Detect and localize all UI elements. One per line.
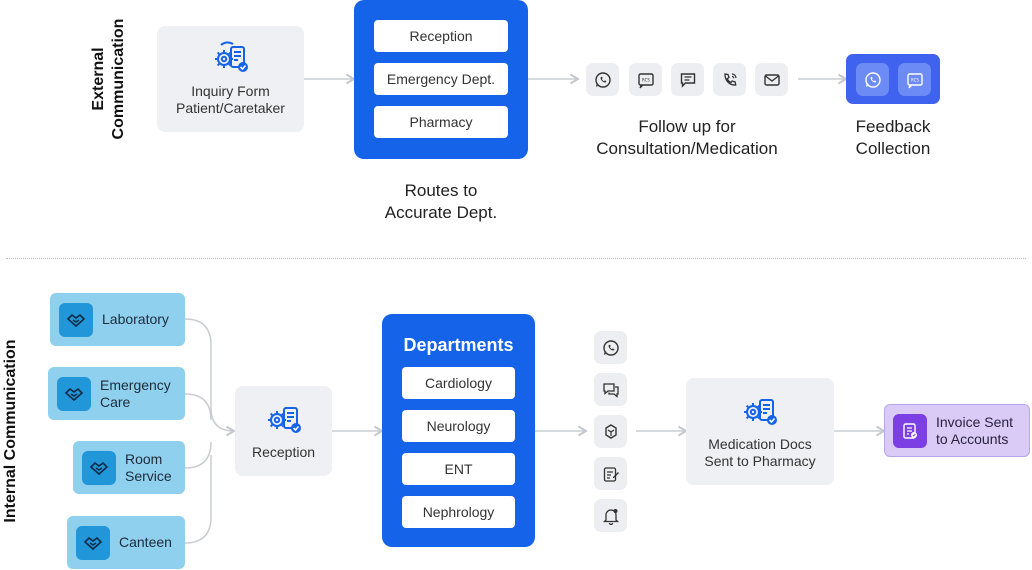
feedback-caption: Feedback Collection bbox=[830, 116, 956, 160]
followup-caption: Follow up for Consultation/Medication bbox=[576, 116, 798, 160]
source-emergency-care-label: Emergency Care bbox=[100, 376, 171, 410]
inquiry-form-card: Inquiry Form Patient/Caretaker bbox=[157, 26, 304, 132]
invoice-card: Invoice Sent to Accounts bbox=[884, 404, 1030, 457]
internal-section-title: Internal Communication bbox=[2, 339, 19, 523]
source-laboratory-label: Laboratory bbox=[102, 311, 169, 327]
chat-bubbles-icon bbox=[594, 373, 627, 406]
notification-bell-icon bbox=[594, 499, 627, 532]
gear-document-icon bbox=[740, 394, 780, 430]
source-room-service-label: Room Service bbox=[125, 450, 172, 484]
invoice-icon bbox=[893, 413, 927, 448]
medication-docs-label: Medication Docs Sent to Pharmacy bbox=[704, 435, 816, 469]
source-canteen: Canteen bbox=[67, 516, 185, 569]
form-edit-icon bbox=[594, 457, 627, 490]
medication-docs-card: Medication Docs Sent to Pharmacy bbox=[686, 378, 834, 485]
departments-title: Departments bbox=[403, 335, 514, 355]
dept-ent: ENT bbox=[402, 453, 515, 485]
sms-icon: RCS bbox=[898, 63, 931, 96]
handshake-icon bbox=[76, 525, 110, 560]
inquiry-form-label: Inquiry Form Patient/Caretaker bbox=[176, 83, 285, 116]
section-divider bbox=[6, 258, 1026, 259]
handshake-icon bbox=[82, 450, 116, 485]
dept-neurology: Neurology bbox=[402, 410, 515, 442]
source-canteen-label: Canteen bbox=[119, 534, 172, 550]
whatsapp-icon bbox=[594, 331, 627, 364]
dept-pharmacy: Pharmacy bbox=[374, 106, 508, 138]
svg-text:RCS: RCS bbox=[642, 77, 650, 82]
routes-caption: Routes to Accurate Dept. bbox=[354, 180, 528, 224]
internal-reception-card: Reception bbox=[235, 386, 332, 476]
source-room-service: Room Service bbox=[73, 441, 185, 494]
external-section-title: External Communication bbox=[90, 18, 127, 140]
whatsapp-icon bbox=[856, 63, 889, 96]
gear-document-icon bbox=[264, 402, 304, 438]
whatsapp-icon bbox=[586, 63, 619, 96]
app-logo-icon bbox=[594, 415, 627, 448]
routes-caption-text: Routes to Accurate Dept. bbox=[384, 181, 498, 222]
sms-icon: RCS bbox=[629, 63, 662, 96]
svg-text:RCS: RCS bbox=[911, 77, 919, 82]
gear-document-icon bbox=[211, 41, 251, 77]
phone-call-icon bbox=[713, 63, 746, 96]
followup-caption-text: Follow up for Consultation/Medication bbox=[596, 117, 778, 158]
dept-emergency: Emergency Dept. bbox=[374, 63, 508, 95]
feedback-caption-text: Feedback Collection bbox=[855, 117, 931, 158]
handshake-icon bbox=[59, 302, 93, 337]
source-laboratory: Laboratory bbox=[50, 293, 185, 346]
dept-cardiology: Cardiology bbox=[402, 367, 515, 399]
internal-reception-label: Reception bbox=[251, 443, 316, 460]
chat-message-icon bbox=[671, 63, 704, 96]
invoice-label: Invoice Sent to Accounts bbox=[936, 413, 1014, 447]
dept-reception: Reception bbox=[374, 20, 508, 52]
handshake-icon bbox=[57, 376, 91, 411]
dept-nephrology: Nephrology bbox=[402, 496, 515, 528]
email-icon bbox=[755, 63, 788, 96]
source-emergency-care: Emergency Care bbox=[48, 367, 185, 420]
